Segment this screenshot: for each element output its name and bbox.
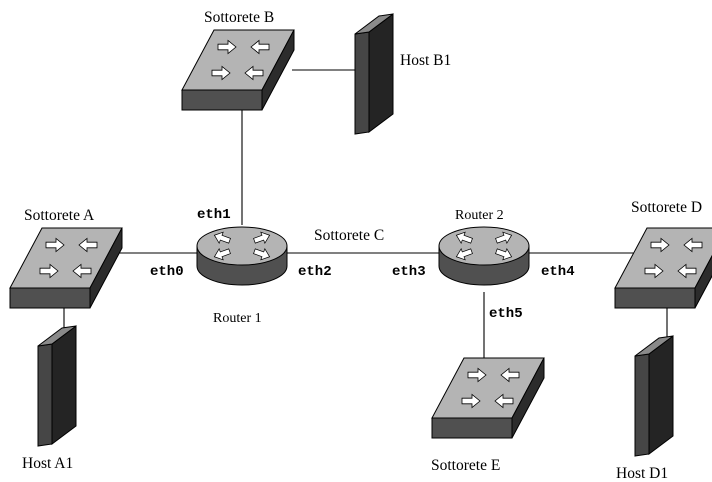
host-b1-label: Host B1 [400,52,451,69]
connections [63,69,668,368]
router-2-icon[interactable] [439,227,529,285]
host-b1-icon[interactable] [354,13,394,135]
subnet-c-label: Sottorete C [314,227,384,244]
router-1-icon[interactable] [197,227,287,285]
host-a1-icon[interactable] [37,325,77,447]
interface-eth4-label: eth4 [541,264,575,280]
interface-eth2-label: eth2 [298,264,332,280]
interface-eth3-label: eth3 [392,264,426,280]
switch-d-label: Sottorete D [631,199,702,216]
switch-e-icon[interactable] [432,358,544,438]
host-d1-icon[interactable] [634,335,674,457]
router-1-label: Router 1 [213,311,262,326]
router-2-label: Router 2 [455,208,504,223]
interface-eth5-label: eth5 [489,306,523,322]
switch-a-icon[interactable] [10,228,122,308]
switch-e-label: Sottorete E [431,457,500,474]
interface-eth0-label: eth0 [150,264,184,280]
switch-b-label: Sottorete B [204,9,274,26]
host-d1-label: Host D1 [616,465,668,482]
interface-eth1-label: eth1 [197,207,231,223]
switch-a-label: Sottorete A [24,207,95,224]
host-a1-label: Host A1 [22,455,73,472]
switch-b-icon[interactable] [182,30,294,110]
switch-d-icon[interactable] [615,228,712,308]
